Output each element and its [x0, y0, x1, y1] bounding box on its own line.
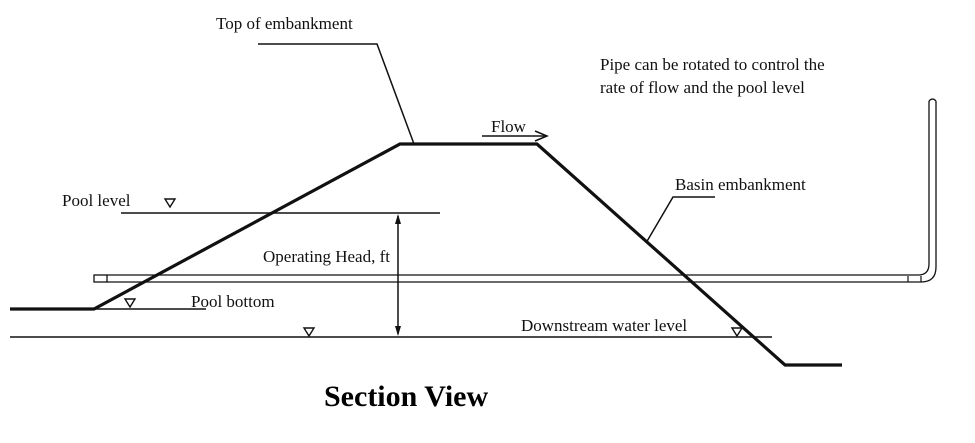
downstream-water-level-label: Downstream water level	[521, 316, 688, 335]
pipe-note-line1: Pipe can be rotated to control the	[600, 55, 825, 74]
pool-level-label: Pool level	[62, 191, 131, 210]
operating-head-arrow	[395, 214, 401, 336]
top-of-embankment-label: Top of embankment	[216, 14, 353, 33]
pipe-note-line2: rate of flow and the pool level	[600, 78, 805, 97]
flow-label: Flow	[491, 117, 526, 136]
top-of-embankment-leader	[258, 43, 415, 145]
pool-bottom-marker-icon	[123, 298, 137, 309]
basin-embankment-label: Basin embankment	[675, 175, 806, 194]
pipe	[93, 98, 937, 283]
downstream-marker-icon-left	[302, 327, 316, 338]
embankment-profile	[10, 142, 842, 367]
section-view-title: Section View	[324, 380, 489, 413]
pool-bottom-label: Pool bottom	[191, 292, 275, 311]
flow-arrow	[482, 130, 549, 142]
downstream-marker-icon-right	[730, 327, 744, 338]
pool-level-marker-icon	[163, 198, 177, 209]
operating-head-label: Operating Head, ft	[263, 247, 390, 266]
basin-embankment-leader	[645, 196, 715, 244]
